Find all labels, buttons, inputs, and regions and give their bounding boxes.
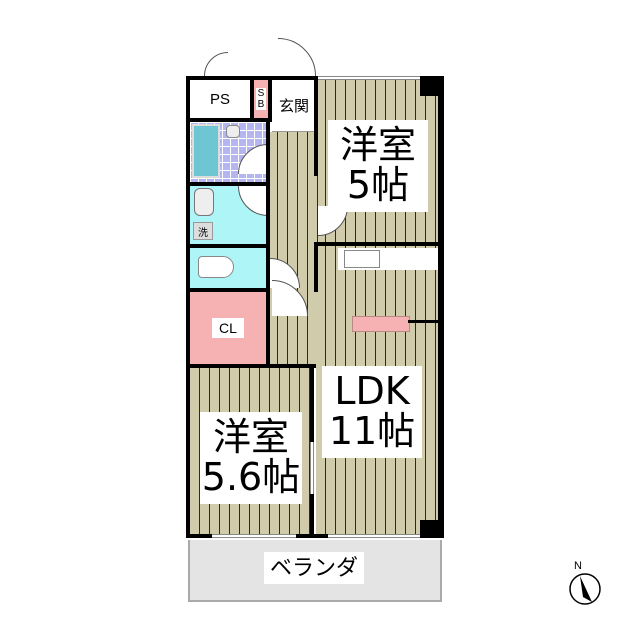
hallway-floor [268, 132, 318, 366]
washing-machine-icon: 洗 [193, 222, 213, 240]
ps-label: PS [209, 90, 230, 108]
window-top [318, 76, 420, 80]
window-bottom-right [328, 534, 420, 538]
wall-hall-ldk [314, 242, 318, 292]
sb-label-top: S [255, 88, 267, 99]
outer-wall-left [186, 76, 190, 538]
wall-room1-ldk [314, 242, 444, 246]
bathtub [192, 124, 220, 178]
western-room-2-size: 5.6帖 [201, 455, 301, 499]
ldk-size: 11帖 [328, 409, 416, 453]
kitchen-counter [338, 248, 442, 270]
western-room-1-name: 洋室 [339, 123, 416, 168]
toilet-room [190, 248, 268, 288]
floorplan: PS S B 玄関 洗 CL [186, 76, 444, 541]
wall-ps-sb [250, 76, 254, 122]
kitchen-pink-block [352, 316, 410, 332]
corner-column-top [420, 76, 444, 96]
western-room-1-size: 5帖 [346, 163, 410, 207]
wall-toilet-closet [186, 288, 270, 292]
wall-kitchen-partition [408, 320, 444, 323]
balcony: ベランダ [188, 540, 442, 602]
closet: CL [190, 292, 268, 364]
bath-sink-icon [226, 125, 240, 138]
washroom: 洗 [190, 186, 268, 244]
corner-column-bottom [420, 520, 444, 538]
kitchen-sink-icon [344, 250, 380, 268]
ps-room: PS [190, 80, 250, 118]
wall-hall-room1 [314, 76, 318, 176]
compass-north-label: N [574, 560, 582, 572]
wall-bath-wash [186, 182, 270, 186]
wall-closet-room2 [186, 364, 316, 368]
wash-basin-icon [194, 188, 214, 216]
western-room-2-name: 洋室 [212, 415, 289, 460]
toilet-icon [198, 256, 234, 278]
entrance-label: 玄関 [274, 96, 314, 118]
sb-room: S B [254, 80, 268, 118]
wall-ps-bath [186, 118, 272, 122]
north-arrow-icon [569, 573, 601, 605]
balcony-label: ベランダ [264, 552, 364, 584]
compass: N [568, 560, 604, 608]
washroom-label: 洗 [198, 227, 208, 239]
outer-wall-bottom-left [186, 534, 212, 538]
window-bottom-left [212, 534, 296, 538]
sliding-door-room2 [310, 442, 314, 494]
entrance: 玄関 [272, 80, 316, 132]
wall-wash-toilet [186, 244, 270, 248]
wall-wet-core-right [266, 118, 270, 366]
sb-label-bottom: B [255, 99, 267, 110]
wall-sb-entrance [268, 76, 272, 122]
ldk-name: LDK [334, 369, 410, 414]
ldk-label: LDK 11帖 [322, 366, 422, 458]
closet-label: CL [212, 318, 244, 338]
outer-wall-right [438, 76, 444, 538]
wall-room2-ldk-bottom [310, 494, 314, 538]
wall-room2-ldk-top [310, 364, 314, 442]
bathroom [190, 122, 268, 182]
western-room-2-label: 洋室 5.6帖 [200, 412, 302, 504]
western-room-1-label: 洋室 5帖 [328, 120, 428, 212]
